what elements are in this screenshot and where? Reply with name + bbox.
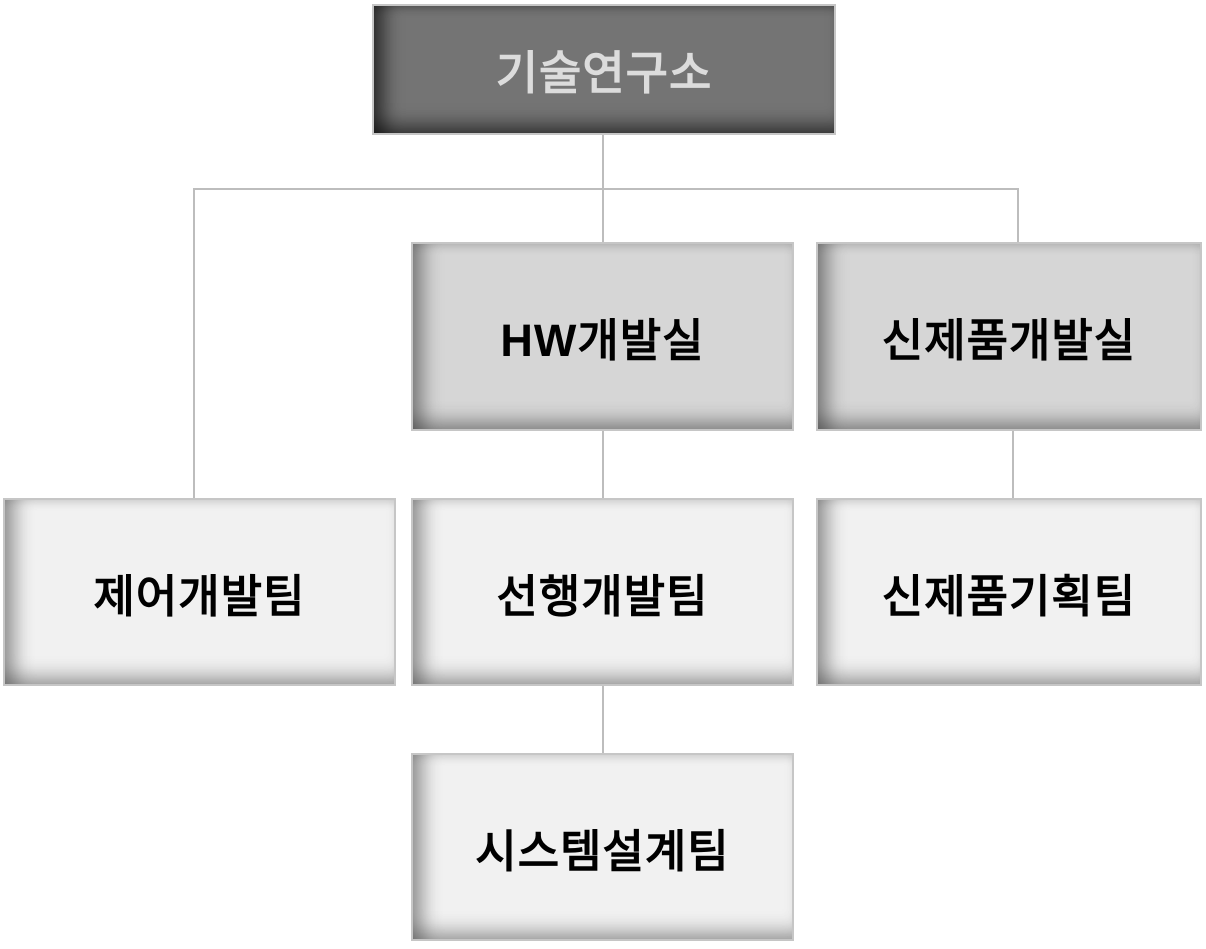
node-control-dev-team-label: 제어개발팀 [93, 570, 306, 622]
connector-hw-lab-to-advanced-team [602, 431, 604, 499]
node-new-product-planning-team: 신제품기획팀 [816, 498, 1202, 686]
node-system-design-team-label: 시스템설계팀 [475, 825, 730, 877]
node-hw-dev-lab-label: HW개발실 [500, 315, 705, 366]
connector-bus-to-hw-lab [602, 188, 604, 243]
node-system-design-team: 시스템설계팀 [411, 753, 794, 941]
node-tech-research-institute-label: 기술연구소 [495, 46, 713, 99]
node-new-product-planning-team-label: 신제품기획팀 [881, 570, 1137, 622]
node-tech-research-institute: 기술연구소 [372, 4, 836, 135]
node-hw-dev-lab: HW개발실 [411, 242, 794, 431]
connector-root-to-bus [602, 135, 604, 189]
node-new-product-dev-lab-label: 신제품개발실 [881, 315, 1137, 366]
connector-bus-to-new-product-lab [1017, 188, 1019, 243]
node-control-dev-team: 제어개발팀 [3, 498, 396, 686]
node-advanced-dev-team: 선행개발팀 [411, 498, 794, 686]
node-advanced-dev-team-label: 선행개발팀 [496, 570, 709, 622]
connector-bus-to-control-team [193, 188, 195, 499]
connector-advanced-team-to-system-team [602, 686, 604, 754]
node-new-product-dev-lab: 신제품개발실 [816, 242, 1202, 431]
connector-new-product-lab-to-planning-team [1012, 431, 1014, 499]
connector-horizontal-bus [193, 188, 1019, 190]
